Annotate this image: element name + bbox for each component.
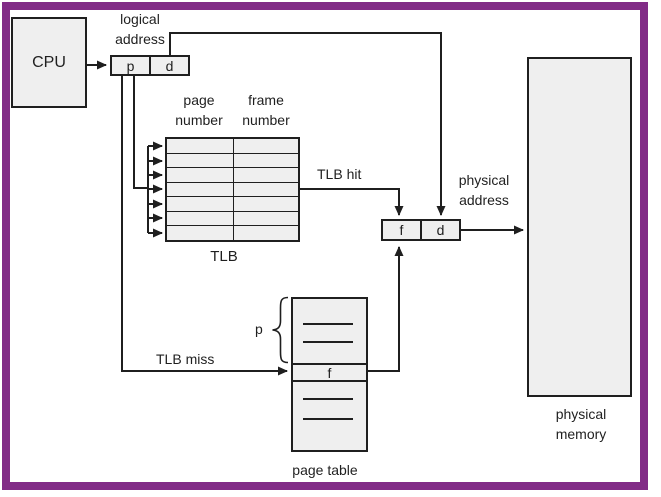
tlb-row xyxy=(167,139,298,153)
page-table-label: page table xyxy=(292,462,358,478)
tlb-label: TLB xyxy=(210,248,238,265)
tlb-miss-label: TLB miss xyxy=(156,351,215,367)
cpu-box: CPU xyxy=(11,17,87,108)
tlb-row xyxy=(167,225,298,241)
logical-address-label: logical address xyxy=(115,11,165,47)
physical-memory-label: physical memory xyxy=(555,406,607,442)
tlb-hit-label: TLB hit xyxy=(317,166,362,182)
tlb-hit-arrow xyxy=(300,188,404,216)
tlb-column-divider xyxy=(233,139,234,240)
tlb-frame-number-header: frame number xyxy=(242,92,290,128)
tlb-row xyxy=(167,181,298,197)
physical-offset-field: d xyxy=(420,221,459,239)
tlb-row xyxy=(167,210,298,226)
page-table-entry-line xyxy=(303,418,353,420)
page-table-to-f-arrow xyxy=(368,246,404,372)
physical-memory-box xyxy=(527,57,632,397)
tlb-row xyxy=(167,152,298,168)
physical-address-register: f d xyxy=(381,219,461,241)
p-to-tlb-line xyxy=(133,75,147,189)
physical-frame-field: f xyxy=(399,222,404,238)
tlb-table xyxy=(165,137,300,242)
logical-address-register: p d xyxy=(110,55,190,76)
tlb-row xyxy=(167,167,298,182)
p-offset-brace xyxy=(272,296,289,364)
page-table-entry-line xyxy=(303,398,353,400)
logical-page-field: p xyxy=(126,57,135,74)
page-table-entry-line xyxy=(303,323,353,325)
page-table-offset-label: p xyxy=(255,321,263,337)
page-table-frame-entry: f xyxy=(291,363,368,382)
page-table: f xyxy=(291,297,368,452)
page-table-entry-line xyxy=(303,341,353,343)
tlb-row xyxy=(167,196,298,211)
physical-address-label: physical address xyxy=(458,172,510,208)
tlb-page-number-header: page number xyxy=(175,92,223,128)
logical-offset-field: d xyxy=(149,57,188,74)
